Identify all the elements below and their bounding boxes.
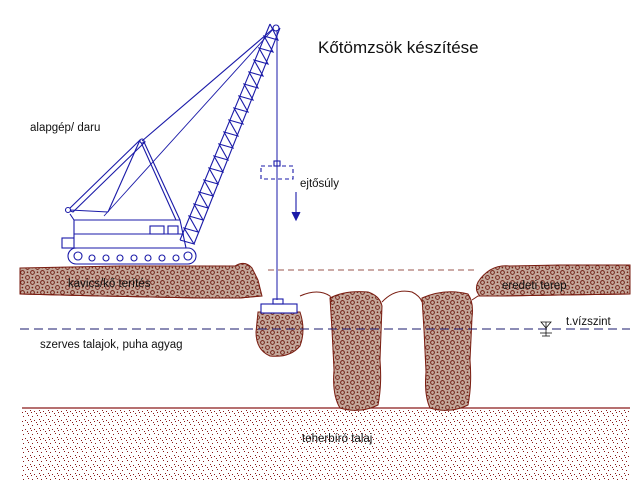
label-gravel: kavics/kő terítés	[68, 278, 151, 290]
bearing-soil-layer	[22, 407, 630, 480]
crane-gantry	[64, 27, 275, 221]
label-water-level: t.vízszint	[566, 316, 612, 328]
crane-body	[61, 219, 187, 249]
label-original-ground: eredeti terep	[502, 280, 567, 292]
stone-column-2	[421, 291, 473, 411]
crane-tracks	[67, 247, 197, 265]
crane-boom	[179, 23, 281, 245]
diagram-title: Kőtömzsök készítése	[318, 38, 479, 57]
label-soft-soil: szerves talajok, puha agyag	[40, 339, 183, 351]
stone-column-forming	[255, 311, 304, 357]
original-ground-line	[19, 290, 631, 303]
water-level	[20, 321, 630, 337]
crane	[61, 23, 301, 314]
label-weight: ejtősúly	[300, 178, 339, 190]
label-machine: alapgép/ daru	[30, 122, 100, 134]
drop-weight-lower	[260, 303, 298, 314]
label-bearing-soil: teherbíró talaj	[302, 433, 372, 445]
stone-column-1	[329, 291, 383, 411]
